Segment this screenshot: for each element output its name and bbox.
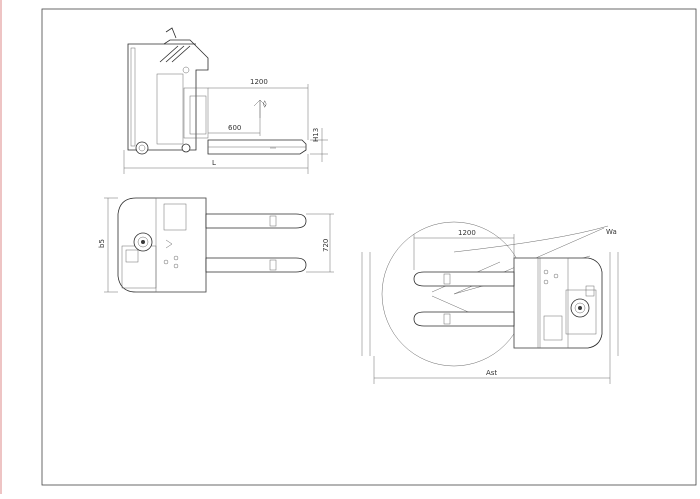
side-dim-fork-length: 1200	[250, 78, 268, 86]
turn-dim-radius: Wa	[606, 228, 617, 236]
turn-dim-fork-length: 1200	[458, 229, 476, 237]
side-dim-load-center: 600	[228, 124, 241, 132]
side-dim-overall-length: L	[212, 159, 216, 167]
drawing-frame	[41, 8, 697, 486]
top-dim-width: b5	[98, 239, 106, 248]
turn-dim-aisle: Ast	[486, 369, 497, 377]
top-dim-fork-spread: 720	[322, 239, 330, 252]
load-center-mark: ◊	[263, 100, 267, 108]
top-view: b5 720	[98, 197, 334, 293]
turning-view: 1200 Wa Ast	[361, 221, 619, 384]
side-dim-fork-height: H13	[312, 128, 320, 142]
side-view: 1200 600 ◊ H13 L	[123, 27, 328, 174]
